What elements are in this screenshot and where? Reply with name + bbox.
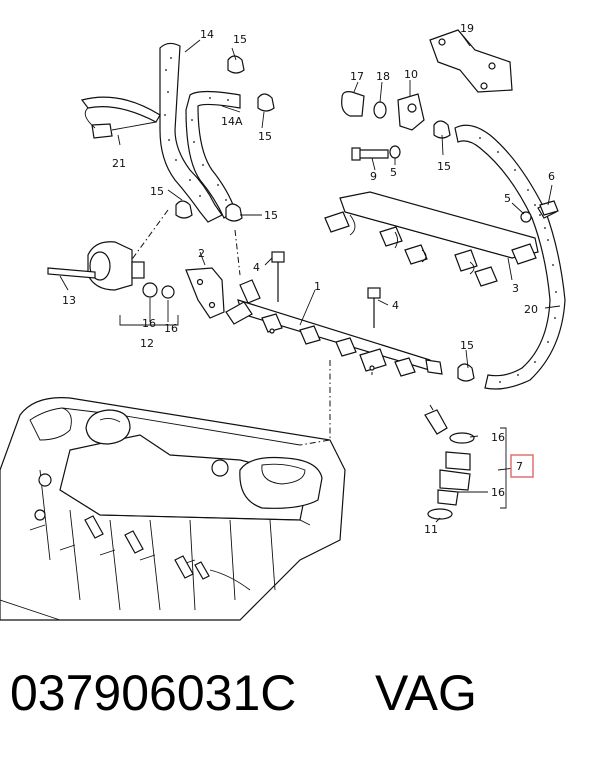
callout-label[interactable]: 6 [548, 170, 555, 183]
callout-label[interactable]: 12 [140, 337, 154, 350]
callout-label[interactable]: 21 [112, 157, 126, 170]
exploded-parts-diagram: 14 15 14A 15 21 15 15 2 4 1 4 13 16 16 1… [0, 22, 566, 621]
callout-label[interactable]: 7 [516, 460, 523, 473]
fuel-hose-14 [159, 42, 241, 223]
callout-label[interactable]: 16 [142, 317, 156, 330]
callout-label[interactable]: 15 [264, 209, 278, 222]
callout-label[interactable]: 13 [62, 294, 76, 307]
callout-label[interactable]: 19 [460, 22, 474, 35]
callout-label[interactable]: 15 [233, 33, 247, 46]
callout-label[interactable]: 2 [198, 247, 205, 260]
sensors-and-fittings [341, 91, 559, 223]
callout-label[interactable]: 9 [370, 170, 377, 183]
wiring-harness-3 [324, 191, 539, 287]
fuel-rail-1 [225, 279, 443, 377]
injector-7 [424, 409, 507, 520]
callout-label[interactable]: 4 [392, 299, 399, 312]
cable-tie-21 [80, 96, 161, 139]
callout-label[interactable]: 16 [491, 431, 505, 444]
callout-label[interactable]: 11 [424, 523, 438, 536]
callout-label[interactable]: 16 [491, 486, 505, 499]
brand-name: VAG [375, 665, 477, 721]
highlight-box [510, 454, 534, 478]
callout-label[interactable]: 15 [150, 185, 164, 198]
bolts-4 [271, 251, 381, 328]
callout-label[interactable]: 5 [390, 166, 397, 179]
callout-label[interactable]: 15 [437, 160, 451, 173]
callout-label[interactable]: 14 [200, 28, 214, 41]
callout-label[interactable]: 20 [524, 303, 538, 316]
callout-label[interactable]: 15 [258, 130, 272, 143]
callout-label[interactable]: 1 [314, 280, 321, 293]
bracket-19 [429, 29, 513, 93]
pressure-regulator-group [47, 241, 179, 326]
callout-label[interactable]: 3 [512, 282, 519, 295]
callout-label[interactable]: 15 [460, 339, 474, 352]
callout-label[interactable]: 17 [350, 70, 364, 83]
callout-labels: 14 15 14A 15 21 15 15 2 4 1 4 13 16 16 1… [62, 22, 555, 536]
bracket-2 [185, 267, 225, 319]
engine-cylinder-head [0, 397, 346, 621]
callout-label[interactable]: 14A [221, 115, 243, 128]
callout-label[interactable]: 10 [404, 68, 418, 81]
hose-clamps-15 [175, 55, 475, 382]
callout-leaders [59, 31, 561, 523]
part-number: 037906031C [10, 665, 297, 721]
callout-label[interactable]: 4 [253, 261, 260, 274]
callout-label[interactable]: 18 [376, 70, 390, 83]
callout-label[interactable]: 5 [504, 192, 511, 205]
callout-label[interactable]: 16 [164, 322, 178, 335]
